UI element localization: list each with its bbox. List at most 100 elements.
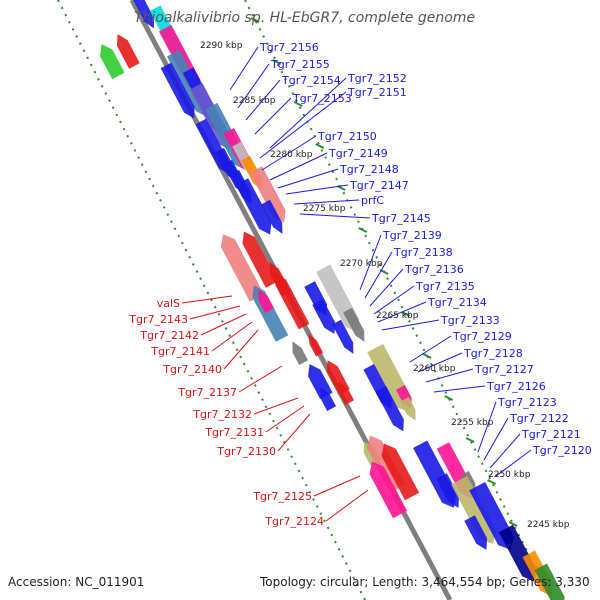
gene-feature-forward	[261, 199, 283, 234]
gene-feature-reverse	[275, 273, 310, 330]
gene-arrow-32	[451, 475, 497, 544]
gene-label-forward: Tgr7_2135	[415, 280, 475, 293]
scale-tick	[444, 395, 454, 401]
gene-label-forward: Tgr7_2145	[371, 212, 431, 225]
gene-arrow-0	[121, 0, 155, 29]
scale-tick	[250, 17, 260, 23]
label-connector	[359, 234, 382, 291]
label-connector	[299, 213, 371, 219]
label-connectors	[181, 46, 532, 522]
gene-feature-reverse	[116, 34, 140, 69]
gene-label-forward: Tgr7_2128	[463, 347, 523, 360]
gene-feature-forward	[451, 475, 497, 544]
label-connector	[254, 97, 292, 135]
gene-label-forward: Tgr7_2129	[452, 330, 512, 343]
label-connector	[200, 313, 247, 336]
gene-label-forward: Tgr7_2153	[292, 92, 352, 105]
label-connector	[483, 417, 509, 461]
gene-label-forward: Tgr7_2149	[328, 147, 388, 160]
gene-feature-forward	[375, 385, 404, 432]
label-connector	[211, 321, 253, 352]
gene-label-forward: prfC	[361, 194, 384, 207]
label-connector	[409, 335, 452, 363]
gene-arrow-46	[292, 341, 309, 365]
gene-label-forward: Tgr7_2151	[347, 86, 407, 99]
kbp-label: 2250 kbp	[488, 470, 531, 480]
kbp-label: 2260 kbp	[413, 364, 456, 374]
gene-label-reverse: Tgr7_2140	[162, 363, 222, 376]
gene-arrow-50	[320, 387, 337, 411]
gene-label-reverse: valS	[157, 297, 180, 310]
gene-feature-forward	[235, 178, 272, 235]
gene-label-forward: Tgr7_2133	[440, 314, 500, 327]
kbp-label: 2270 kbp	[340, 259, 383, 269]
gene-label-forward: Tgr7_2123	[497, 396, 557, 409]
gene-arrow-25	[375, 385, 404, 432]
kbp-label: 2290 kbp	[200, 41, 243, 51]
gene-arrow-27	[399, 397, 416, 421]
label-connector	[369, 268, 404, 307]
gene-arrow-4	[160, 62, 195, 119]
label-connector	[259, 91, 347, 159]
gene-label-forward: Tgr7_2138	[393, 246, 453, 259]
label-connector	[181, 295, 233, 304]
genome-summary-text: Topology: circular; Length: 3,464,554 bp…	[259, 575, 590, 589]
scale-tick	[272, 59, 282, 65]
gene-feature-forward	[249, 166, 286, 223]
gene-label-forward: Tgr7_2156	[259, 41, 319, 54]
gene-label-forward: Tgr7_2127	[474, 363, 534, 376]
gene-arrow-35	[498, 524, 537, 582]
label-connector	[293, 199, 360, 205]
gene-feature-reverse	[308, 333, 324, 357]
label-connector	[265, 405, 305, 433]
accession-text: Accession: NC_011901	[8, 575, 144, 589]
scale-tick	[401, 311, 411, 317]
gene-feature-forward	[160, 62, 195, 119]
gene-arrow-40	[220, 234, 264, 302]
gene-label-reverse: Tgr7_2124	[264, 515, 324, 528]
gene-feature-reverse	[338, 381, 355, 405]
gene-feature-reverse	[220, 234, 264, 302]
gene-label-reverse: Tgr7_2141	[150, 345, 210, 358]
gene-track	[100, 0, 565, 600]
gene-arrow-30	[436, 473, 460, 508]
inner-dotted-guide	[244, 0, 553, 600]
kbp-label: 2285 kbp	[233, 96, 276, 106]
kbp-label: 2280 kbp	[270, 150, 313, 160]
gene-label-forward: Tgr7_2122	[509, 412, 569, 425]
gene-arrow-16	[235, 178, 272, 235]
gene-label-forward: Tgr7_2136	[404, 263, 464, 276]
gene-arrow-45	[258, 289, 275, 313]
label-connector	[237, 63, 270, 109]
gene-feature-forward	[121, 0, 155, 29]
scale-tick	[465, 437, 475, 443]
gene-feature-reverse	[258, 289, 275, 313]
gene-feature-forward	[343, 307, 365, 342]
gene-label-forward: Tgr7_2134	[427, 296, 487, 309]
gene-label-forward: Tgr7_2152	[347, 72, 407, 85]
gene-label-forward: Tgr7_2120	[532, 444, 592, 457]
gene-arrow-21	[343, 307, 365, 342]
gene-feature-reverse	[381, 443, 420, 501]
gene-arrow-15	[249, 166, 286, 223]
scale-tick	[422, 353, 432, 359]
label-connector	[189, 305, 241, 320]
scale-tick	[315, 143, 325, 149]
label-connector	[261, 135, 317, 171]
gene-arrow-43	[275, 273, 310, 330]
label-connector	[381, 319, 440, 331]
label-connector	[277, 413, 311, 452]
gene-label-reverse: Tgr7_2125	[252, 490, 312, 503]
label-connector	[417, 352, 463, 373]
gene-feature-forward	[436, 473, 460, 508]
label-connector	[433, 385, 486, 393]
label-connector	[364, 251, 393, 299]
gene-arrow-39	[116, 34, 140, 69]
gene-label-forward: Tgr7_2126	[486, 380, 546, 393]
gene-arrow-20	[312, 299, 336, 334]
label-connector	[269, 152, 328, 181]
gene-feature-reverse	[369, 461, 408, 519]
gene-arrow-37	[534, 563, 565, 600]
gene-feature-forward	[312, 299, 336, 334]
